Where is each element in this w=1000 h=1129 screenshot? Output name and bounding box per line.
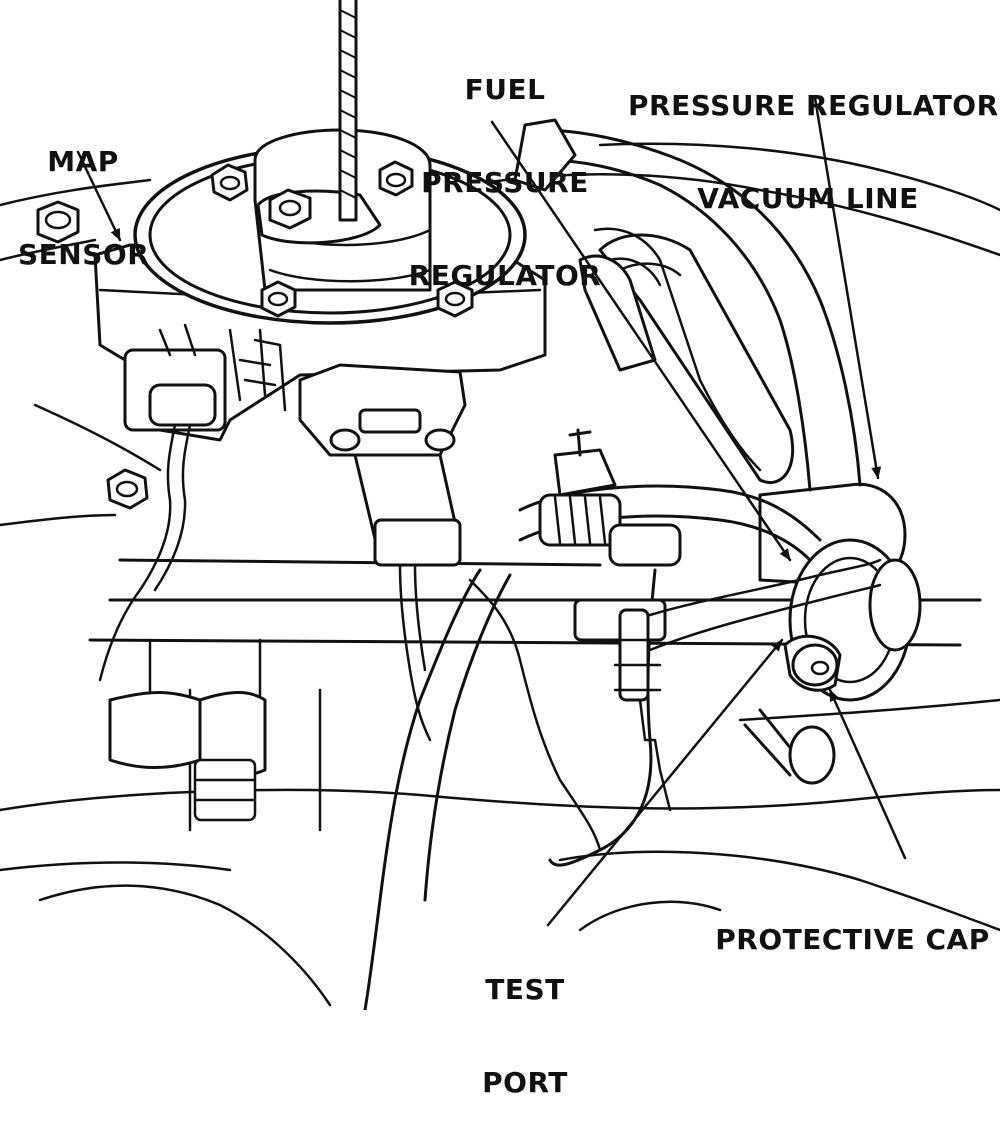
leader-lines — [76, 96, 907, 927]
threaded-stud — [338, 0, 358, 222]
fuel-regulator-assembly — [578, 233, 922, 785]
engine-throttle-body-diagram: MAP SENSOR FUEL PRESSURE REGULATOR PRESS… — [0, 0, 1000, 1098]
engine-illustration — [0, 0, 1000, 1010]
throttle-body — [93, 128, 547, 442]
label-fuel-pressure-regulator-line-1: FUEL — [464, 73, 546, 106]
test-port-leader — [546, 638, 784, 927]
label-map-sensor: MAP SENSOR — [18, 84, 150, 301]
label-vacuum-line-line-2: VACUUM LINE — [697, 182, 919, 215]
fuel-pressure-regulator-leader — [490, 120, 792, 562]
label-protective-cap: PROTECTIVE CAP — [715, 862, 990, 986]
map-sensor-connector — [98, 323, 227, 682]
protective-cap-leader — [828, 688, 907, 860]
label-protective-cap-line-1: PROTECTIVE CAP — [715, 923, 990, 956]
label-fuel-pressure-regulator: FUEL PRESSURE REGULATOR — [405, 12, 605, 322]
label-map-sensor-line-2: SENSOR — [18, 238, 150, 271]
vacuum-hose — [513, 118, 862, 492]
throttle-position-sensor — [298, 363, 467, 742]
vacuum-line-leader — [813, 96, 882, 480]
label-test-port-line-2: PORT — [482, 1066, 568, 1099]
label-fuel-pressure-regulator-line-3: REGULATOR — [408, 259, 602, 292]
label-map-sensor-line-1: MAP — [47, 145, 119, 178]
wiring-harness — [363, 428, 882, 1010]
label-pressure-regulator-vacuum-line: PRESSURE REGULATOR VACUUM LINE — [628, 28, 999, 245]
label-fuel-pressure-regulator-line-2: PRESSURE — [421, 166, 589, 199]
label-test-port-line-1: TEST — [485, 973, 565, 1006]
manifold-bolt — [36, 200, 149, 510]
map-sensor-leader — [76, 150, 122, 242]
label-vacuum-line-line-1: PRESSURE REGULATOR — [628, 89, 999, 122]
label-test-port: TEST PORT — [465, 912, 585, 1129]
